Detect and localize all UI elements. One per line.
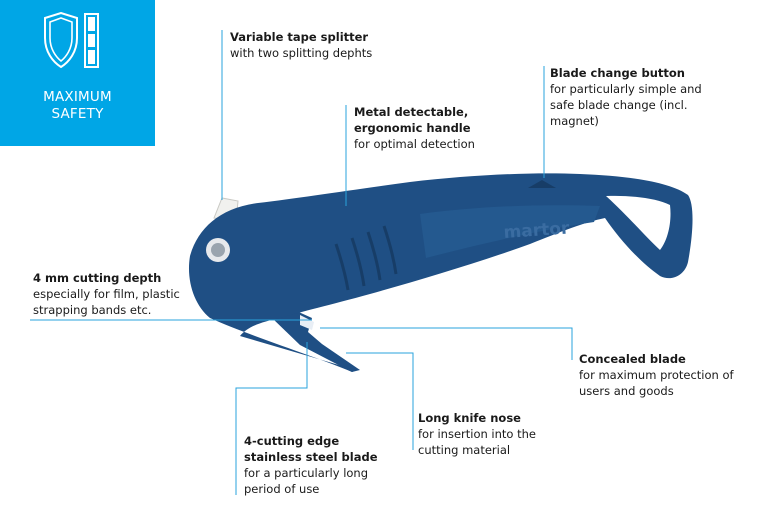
callout-concealed-blade: Concealed blade for maximum protection o… [579, 351, 744, 399]
badge-label: MAXIMUM SAFETY [0, 89, 155, 123]
callout-desc: for a particularly long period of use [244, 466, 369, 496]
callout-tape-splitter: Variable tape splitter with two splittin… [230, 29, 430, 61]
leader-concealed-blade [320, 327, 573, 360]
badge-line-1: MAXIMUM [43, 89, 112, 105]
callout-title: Metal detectable, [354, 105, 469, 119]
callout-blade-change: Blade change button for particularly sim… [550, 65, 725, 129]
knife-blade [272, 300, 360, 372]
brand-logo: martor [503, 218, 571, 243]
callout-handle: Metal detectable, ergonomic handle for o… [354, 104, 524, 152]
callout-desc: for maximum protection of users and good… [579, 368, 734, 398]
callout-steel-blade: 4-cutting edge stainless steel blade for… [244, 433, 384, 497]
leader-knife-nose [346, 352, 414, 450]
badge-line-2: SAFETY [51, 106, 104, 122]
leader-lines [30, 30, 573, 495]
callout-desc: for insertion into the cutting material [418, 427, 536, 457]
callout-title: Long knife nose [418, 411, 521, 425]
callout-cutting-depth: 4 mm cutting depth especially for film, … [33, 270, 213, 318]
safety-badge: MAXIMUM SAFETY [0, 0, 155, 146]
callout-desc: for optimal detection [354, 137, 475, 151]
callout-title: Blade change button [550, 66, 685, 80]
blade-change-button [528, 180, 556, 188]
shield-icon [44, 12, 99, 69]
leader-steel-blade [235, 342, 308, 495]
callout-title: 4 mm cutting depth [33, 271, 162, 285]
callout-desc: with two splitting dephts [230, 46, 373, 60]
callout-title: Variable tape splitter [230, 30, 369, 44]
callout-title: Concealed blade [579, 352, 686, 366]
callout-desc: for particularly simple and safe blade c… [550, 82, 702, 128]
callout-title: 4-cutting edge [244, 434, 340, 448]
callout-desc: especially for film, plastic strapping b… [33, 287, 180, 317]
callout-title: stainless steel blade [244, 450, 378, 464]
callout-title: ergonomic handle [354, 121, 471, 135]
callout-knife-nose: Long knife nose for insertion into the c… [418, 410, 548, 458]
